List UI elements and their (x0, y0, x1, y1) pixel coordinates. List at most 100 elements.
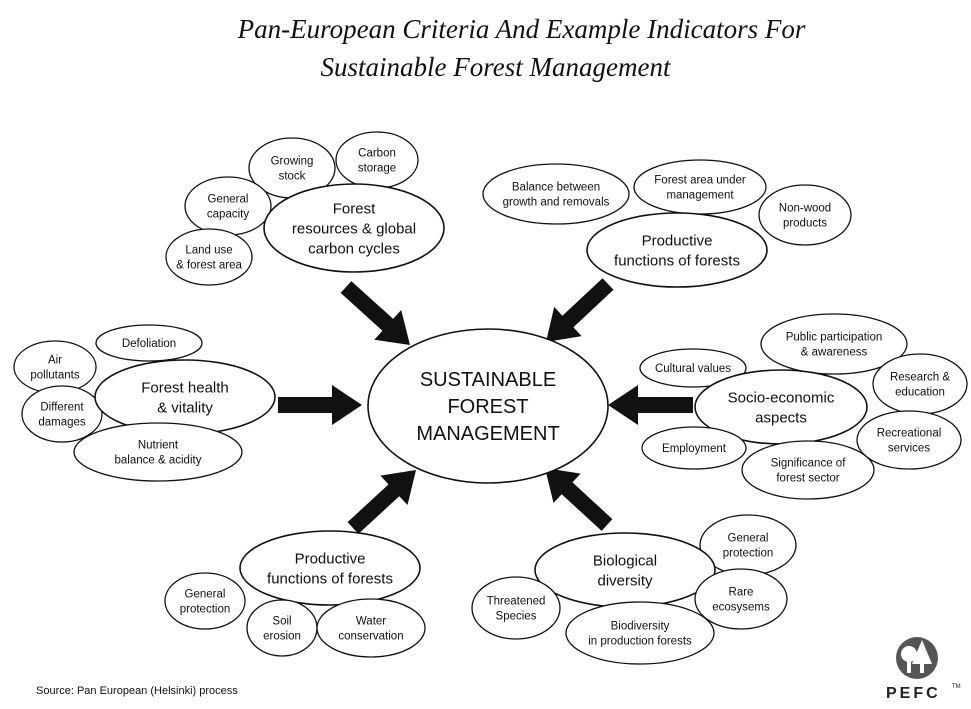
indicator-public-participation-label: & awareness (801, 347, 868, 359)
indicator-non-wood-label: Non-wood (779, 203, 831, 215)
indicator-employment-label: Employment (662, 443, 727, 455)
indicator-threatened-species-label: Species (496, 611, 537, 623)
indicator-different-damages: Different damages (21, 385, 103, 443)
indicator-public-participation: Public participation & awareness (760, 313, 908, 375)
indicator-land-use-label: & forest area (176, 260, 242, 272)
indicator-forest-area-mgmt-label: Forest area under (654, 175, 746, 187)
indicator-defoliation: Defoliation (95, 324, 203, 362)
indicator-land-use-label: Land use (185, 245, 232, 257)
criterion-productive-bottom-label: Productive (295, 550, 366, 567)
indicator-research-education-label: education (895, 387, 945, 399)
pefc-trademark: TM (952, 684, 961, 690)
criterion-forest-resources-label: carbon cycles (308, 240, 400, 257)
indicator-air-pollutants-label: pollutants (30, 370, 79, 382)
indicator-soil-erosion: Soil erosion (246, 599, 318, 657)
criterion-forest-resources-label: Forest (333, 200, 376, 217)
indicator-general-protection-bl-label: General (185, 589, 226, 601)
indicator-general-capacity-label: capacity (207, 209, 249, 221)
criterion-productive-top-label: functions of forests (614, 252, 740, 269)
criterion-productive-bottom: Productive functions of forests (239, 530, 421, 606)
indicator-general-protection-br-label: protection (723, 548, 774, 560)
arrow-from-forest-resources (340, 281, 410, 345)
criterion-productive-bottom-label: functions of forests (267, 570, 393, 587)
center-sustainable-forest-management-label: FOREST (447, 396, 528, 418)
indicator-water-conservation-label: conservation (338, 631, 403, 643)
arrow-from-socio-economic (608, 385, 693, 425)
pefc-logo-text: PEFC (886, 685, 941, 702)
indicator-carbon-storage-label: Carbon (358, 148, 396, 160)
indicator-nutrient-balance-label: balance & acidity (115, 455, 202, 467)
criterion-socio-economic-label: Socio-economic (728, 389, 835, 406)
indicator-air-pollutants-label: Air (48, 355, 62, 367)
indicator-nutrient-balance-label: Nutrient (138, 440, 179, 452)
diagram-title-line1: Pan-European Criteria And Example Indica… (237, 14, 806, 44)
center-sustainable-forest-management: SUSTAINABLE FOREST MANAGEMENT (367, 328, 609, 484)
indicator-soil-erosion-label: erosion (263, 631, 301, 643)
criterion-socio-economic-label: aspects (755, 409, 807, 426)
indicator-balance-growth-label: Balance between (512, 182, 600, 194)
arrow-from-forest-health (278, 385, 362, 425)
indicator-carbon-storage: Carbon storage (335, 131, 419, 189)
indicator-nutrient-balance: Nutrient balance & acidity (73, 422, 243, 482)
indicator-significance-sector-label: Significance of (771, 458, 847, 470)
indicator-forest-area-mgmt: Forest area under management (633, 159, 767, 215)
indicator-growing-stock-label: stock (279, 171, 306, 183)
indicator-different-damages-label: damages (38, 417, 86, 429)
indicator-general-protection-br: General protection (699, 514, 797, 576)
pefc-logo-icon (896, 637, 938, 679)
indicator-cultural-values-label: Cultural values (655, 363, 731, 375)
criterion-forest-resources-label: resources & global (292, 220, 416, 237)
indicator-research-education: Research & education (872, 353, 968, 415)
indicator-general-capacity-label: General (208, 194, 249, 206)
criterion-productive-top: Productive functions of forests (586, 212, 768, 288)
indicator-significance-sector: Significance of forest sector (741, 440, 875, 500)
source-note: Source: Pan European (Helsinki) process (36, 685, 238, 697)
diagram-title-line2: Sustainable Forest Management (320, 52, 671, 82)
indicator-growing-stock-label: Growing (271, 156, 314, 168)
indicator-public-participation-label: Public participation (786, 332, 883, 344)
indicator-employment: Employment (641, 426, 747, 470)
indicator-general-protection-bl-label: protection (180, 604, 231, 616)
indicator-rare-ecosystems-label: ecosysems (712, 602, 770, 614)
indicator-different-damages-label: Different (40, 402, 84, 414)
criterion-biological-diversity-label: diversity (597, 572, 653, 589)
indicator-balance-growth-label: growth and removals (503, 197, 610, 209)
criterion-forest-health-label: Forest health (141, 379, 229, 396)
indicator-biodiversity-production: Biodiversity in production forests (565, 601, 715, 665)
indicator-non-wood: Non-wood products (758, 184, 852, 246)
indicator-carbon-storage-label: storage (358, 163, 396, 175)
indicator-defoliation-label: Defoliation (122, 338, 176, 350)
indicator-general-capacity: General capacity (184, 176, 272, 236)
indicator-balance-growth: Balance between growth and removals (482, 163, 630, 225)
indicator-significance-sector-label: forest sector (776, 473, 839, 485)
criterion-forest-health-label: & vitality (157, 399, 213, 416)
indicator-rare-ecosystems-label: Rare (729, 587, 754, 599)
indicator-biodiversity-production-label: in production forests (588, 636, 692, 648)
criterion-forest-health: Forest health & vitality (94, 359, 276, 435)
indicator-research-education-label: Research & (890, 372, 950, 384)
indicator-rare-ecosystems: Rare ecosysems (694, 568, 788, 630)
arrow-from-productive-top (546, 278, 614, 342)
indicator-biodiversity-production-label: Biodiversity (611, 621, 670, 633)
indicator-air-pollutants: Air pollutants (13, 340, 97, 394)
arrow-from-biological-diversity (545, 468, 613, 531)
criterion-biological-diversity: Biological diversity (534, 532, 716, 608)
indicator-water-conservation-label: Water (356, 616, 386, 628)
criterion-forest-resources: Forest resources & global carbon cycles (263, 183, 445, 273)
center-sustainable-forest-management-label: SUSTAINABLE (420, 369, 556, 391)
indicator-growing-stock: Growing stock (248, 137, 336, 199)
indicator-water-conservation: Water conservation (316, 598, 426, 658)
indicator-general-protection-br-label: General (728, 533, 769, 545)
indicator-soil-erosion-label: Soil (272, 616, 291, 628)
indicator-land-use: Land use & forest area (165, 228, 253, 286)
center-sustainable-forest-management-label: MANAGEMENT (416, 423, 559, 445)
indicator-cultural-values: Cultural values (639, 348, 747, 388)
indicator-forest-area-mgmt-label: management (666, 190, 734, 202)
indicator-recreational-services-label: services (888, 443, 930, 455)
indicator-non-wood-label: products (783, 218, 827, 230)
criterion-biological-diversity-label: Biological (593, 552, 657, 569)
criterion-productive-top-label: Productive (642, 232, 713, 249)
indicator-threatened-species-label: Threatened (487, 596, 546, 608)
